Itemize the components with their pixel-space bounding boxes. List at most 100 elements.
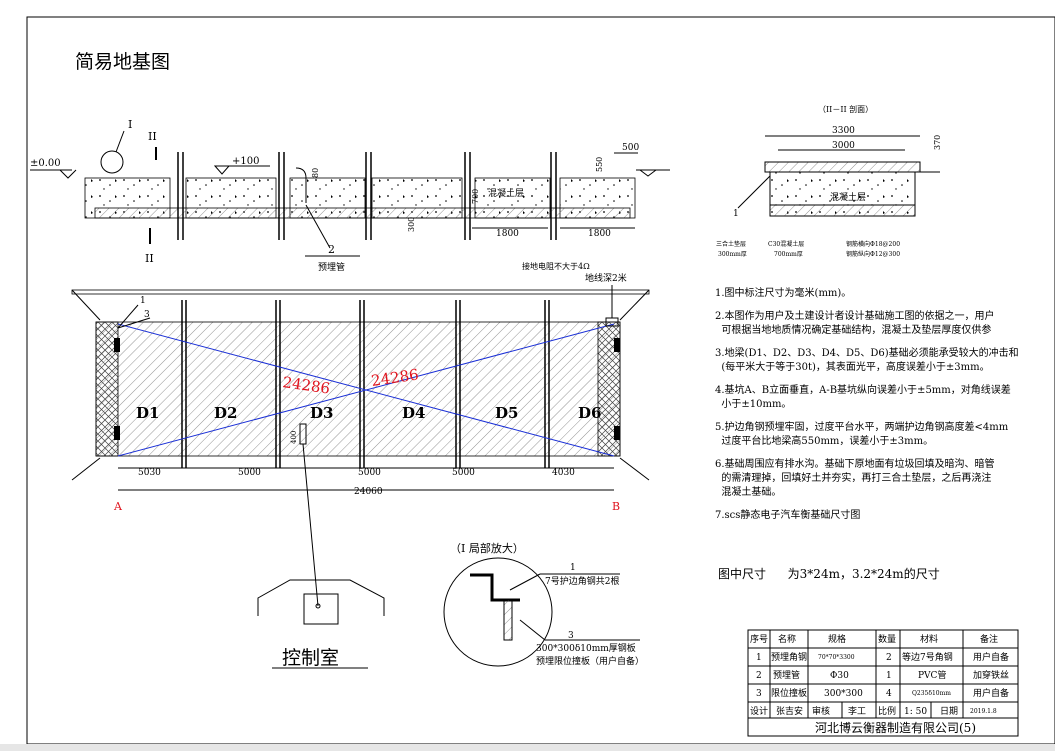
r3-spec: 300*300 [824, 689, 863, 699]
size-note-value: 为3*24m，3.2*24m的尺寸 [787, 567, 940, 581]
parts-table: 序号 名称 规格 数量 材料 备注 1 预埋角钢 70*70*3300 2 等边… [747, 629, 1019, 737]
r1-no: 1 [756, 653, 762, 663]
end-b: B [612, 500, 620, 513]
pit-D1: D1 [136, 404, 159, 422]
r1-mat: 等边7号角钢 [902, 651, 953, 663]
size-note-label: 图中尺寸 [718, 567, 767, 581]
span-2: 5000 [238, 468, 261, 478]
ground-note-2: 地线深2米 [585, 272, 627, 284]
ground-note-1: 接地电阻不大于4Ω [522, 261, 590, 271]
layer-note-2b: 700mm厚 [774, 251, 803, 258]
detail-n1-text: 7号护边角钢共2根 [545, 575, 619, 587]
section-label: （II－II 剖面） [818, 104, 873, 114]
ft-reviewer: 李工 [848, 705, 866, 717]
r2-qty: 1 [886, 671, 892, 681]
r3-no: 3 [756, 689, 762, 699]
section-mark-II-bottom: II [145, 252, 154, 265]
span-3: 5000 [358, 468, 381, 478]
page-title: 简易地基图 [75, 51, 170, 73]
ft-review: 审核 [812, 705, 830, 717]
concrete-layer-label: 混凝土层 [488, 187, 524, 199]
detail-n3-text-a: 300*300δ10mm厚钢板 [536, 642, 636, 654]
control-room: 控制室 [257, 579, 385, 669]
dim-80: 80 [311, 168, 320, 178]
rebar-note-1: 钢筋横向Φ18@200 [846, 240, 900, 248]
r2-rem: 加穿铁丝 [973, 669, 1009, 681]
th-name: 名称 [778, 633, 796, 645]
pit-D4: D4 [402, 404, 425, 422]
dim-300: 300 [407, 217, 416, 232]
detail-n3: 3 [568, 631, 574, 641]
pipe-number: 2 [328, 243, 335, 256]
th-remark: 备注 [980, 633, 998, 645]
span-5: 4030 [552, 468, 575, 478]
detail-view: （I 局部放大） 1 7号护边角钢共2根 3 300*300δ10mm厚钢板 预… [443, 541, 644, 667]
dim-500: 500 [622, 143, 639, 153]
dim-550: 550 [595, 157, 604, 172]
dim-700: 700 [471, 189, 480, 204]
plan-view: 24286 24286 D1 D2 D3 D4 D5 D6 1 3 接地电阻不大… [71, 261, 650, 607]
span-1: 5030 [138, 468, 161, 478]
ft-designer: 张吉安 [776, 705, 803, 717]
ft-design: 设计 [750, 705, 768, 717]
detail-label: （I 局部放大） [450, 541, 524, 555]
note-4: 4.基坑A、B立面垂直，A-B基坑纵向误差小于±5mm，对角线误差 小于±10m… [715, 385, 1011, 410]
th-qty: 数量 [878, 633, 896, 645]
dim-1800b: 1800 [588, 229, 611, 239]
ft-scale-label: 比例 [878, 705, 896, 717]
pit-D5: D5 [495, 404, 518, 422]
r1-name: 预埋角钢 [771, 651, 807, 663]
r1-rem: 用户自备 [973, 651, 1009, 663]
detail-n3-text-b: 预埋限位撞板（用户自备） [536, 655, 644, 667]
total-length: 24060 [354, 487, 383, 497]
layer-note-2a: C30混凝土层 [768, 240, 804, 248]
r3-mat: Q235δ10mm [912, 690, 951, 697]
note-5: 5.护边角钢预埋牢固，过度平台水平，两端护边角钢高度差<4mm 过度平台比地梁高… [715, 422, 1009, 447]
layer-note-1a: 三合土垫层 [716, 240, 746, 248]
r2-no: 2 [756, 671, 762, 681]
notes-list: 1.图中标注尺寸为毫米(mm)。 2.本图作为用户及土建设计者设计基础施工图的依… [715, 287, 1050, 532]
pipe-label: 预埋管 [318, 261, 345, 273]
th-no: 序号 [750, 633, 768, 645]
r3-name: 限位撞板 [771, 687, 807, 699]
plan-callout-3: 3 [144, 310, 150, 320]
r1-qty: 2 [886, 653, 892, 663]
dim-3000: 3000 [832, 141, 855, 151]
r1-spec: 70*70*3300 [818, 654, 855, 661]
note-1: 1.图中标注尺寸为毫米(mm)。 [715, 288, 852, 299]
ft-scale: 1: 50 [904, 707, 927, 717]
control-room-label: 控制室 [282, 647, 339, 669]
dim-3300: 3300 [832, 126, 855, 136]
th-material: 材料 [920, 633, 938, 645]
plan-callout-1: 1 [140, 296, 146, 306]
rebar-note-2: 钢筋纵向Φ12@300 [846, 250, 900, 258]
note-6: 6.基础周围应有排水沟。基础下原地面有垃圾回填及暗沟、暗管 的需清理掉，回填好土… [715, 459, 995, 498]
pit-D3: D3 [310, 404, 333, 422]
platform-elevation: +100 [232, 156, 259, 167]
size-note: 图中尺寸 为3*24m，3.2*24m的尺寸 [718, 565, 940, 582]
detail-mark-I: I [128, 118, 132, 131]
section-concrete: 混凝土层 [830, 191, 866, 203]
ground-elevation: ±0.00 [30, 158, 61, 169]
ft-date: 2019.1.8 [970, 708, 997, 715]
dim-400: 400 [290, 431, 298, 444]
pit-D6: D6 [578, 404, 601, 422]
note-3: 3.地梁(D1、D2、D3、D4、D5、D6)基础必须能承受较大的冲击和 (每平… [715, 348, 1019, 373]
section-mark-II-top: II [148, 130, 157, 143]
pit-D2: D2 [214, 404, 237, 422]
ft-date-label: 日期 [940, 706, 958, 717]
profile-view: ±0.00 I II II +100 80 [30, 118, 670, 273]
note-2: 2.本图作为用户及土建设计者设计基础施工图的依据之一，用户 可根据当地地质情况确… [715, 311, 995, 336]
section-view: （II－II 剖面） 3300 3000 370 混凝土层 1 三合土垫层 30… [716, 104, 942, 258]
dim-1800a: 1800 [496, 229, 519, 239]
layer-note-1b: 300mm厚 [718, 251, 747, 258]
note-7: 7.scs静态电子汽车衡基础尺寸图 [715, 510, 861, 521]
r2-mat: PVC管 [918, 669, 946, 681]
span-4: 5000 [452, 468, 475, 478]
r3-qty: 4 [886, 689, 892, 699]
section-callout-1: 1 [733, 209, 739, 219]
company-name: 河北博云衡器制造有限公司(5) [815, 720, 976, 735]
th-spec: 规格 [828, 633, 846, 645]
bottom-strip [0, 744, 1055, 751]
